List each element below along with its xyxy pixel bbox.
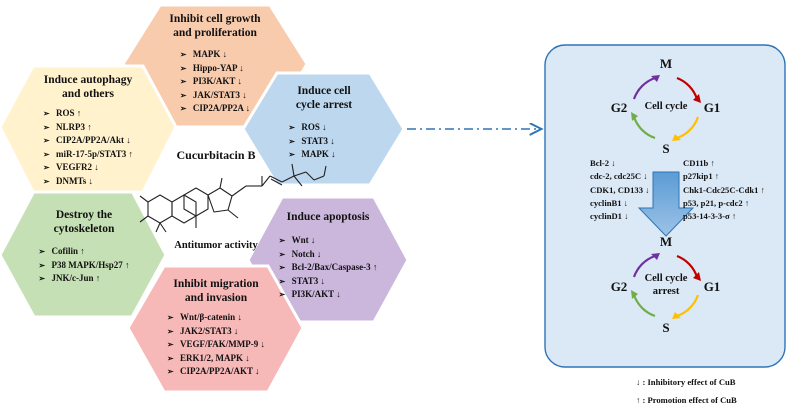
arrowhead-g2-m [651,75,660,82]
effect-list: Cofilin ↑ P38 MAPK/Hsp27 ↑ JNK/c-Jun ↑ [39,245,130,286]
phase-m-bottom: M [659,234,673,249]
phase-g1-bottom: G1 [703,279,721,294]
list-item: cyclinD1 ↓ [590,211,629,222]
arrowhead-m-g1 [693,94,701,103]
list-item: PI3K/AKT ↓ [279,288,378,302]
list-item: Wnt ↓ [279,234,378,248]
list-item: ERK1/2, MAPK ↓ [167,352,265,366]
list-item: Hippo-YAP ↓ [180,62,250,76]
list-item: Bcl-2/Bax/Caspase-3 ↑ [279,261,378,275]
legend-promotion: ↑ : Promotion effect of CuB [636,395,737,405]
list-item: VEGF/FAK/MMP-9 ↓ [167,338,265,352]
list-item: STAT3 ↓ [288,135,335,149]
hex-title: Inhibit migration and invasion [173,278,259,304]
list-item: Cofilin ↑ [39,245,130,259]
hex-title: Destroy the cytoskeleton [53,209,115,235]
list-item: Chk1-Cdc25C-Cdk1 ↑ [683,184,765,195]
arc-s-g2 [632,116,656,140]
list-item: cdc-2, cdc25C ↓ [590,171,648,182]
list-item: VEGFR2 ↓ [43,161,133,175]
list-item: STAT3 ↓ [279,275,378,289]
arc-s-g2-b [632,294,656,318]
list-item: CIP2A/PP2A/AKT ↓ [167,365,265,379]
list-item: MAPK ↓ [180,48,250,62]
list-item: P38 MAPK/Hsp27 ↑ [39,259,130,273]
arrowhead-g1-s-b [672,312,681,319]
phase-g2-bottom: G2 [610,279,628,294]
downregulated-list: Bcl-2 ↓ cdc-2, cdc25C ↓ CDK1, CD133 ↓ cy… [590,157,649,223]
big-down-arrow [637,171,695,237]
list-item: CD11b ↑ [683,158,715,168]
phase-g1-top: G1 [703,100,721,115]
hex-cytoskeleton-text: Destroy the cytoskeleton Cofilin ↑ P38 M… [10,208,158,286]
hex-title: Inhibit cell growth and proliferation [169,13,261,39]
list-item: CIP2A/PP2A/Akt ↓ [43,134,133,148]
list-item: Bcl-2 ↓ [590,158,616,168]
list-item: ROS ↑ [43,107,133,121]
arrowhead-g2-m-b [651,253,660,260]
hex-autophagy-text: Induce autophagy and others ROS ↑ NLRP3 … [8,73,168,189]
phase-s-top: S [662,141,670,156]
list-item: Notch ↓ [279,248,378,262]
effect-list: Wnt ↓ Notch ↓ Bcl-2/Bax/Caspase-3 ↑ STAT… [279,234,378,302]
effect-list: Wnt/β-catenin ↓ JAK2/STAT3 ↓ VEGF/FAK/MM… [167,311,265,379]
list-item: p53, p21, p-cdc2 ↑ [683,197,750,208]
list-item: miR-17-5p/STAT3 ↑ [43,148,133,162]
arrowhead-g1-s [672,134,681,141]
hex-cell-growth-text: Inhibit cell growth and proliferation MA… [125,12,305,116]
cell-cycle-label: Cell cycle [644,101,688,112]
hex-title: Induce autophagy and others [43,74,133,100]
hex-apoptosis-text: Induce apoptosis Wnt ↓ Notch ↓ Bcl-2/Bax… [252,210,404,302]
arc-g2-m-b [632,254,656,278]
hex-cell-cycle-arrest-text: Induce cell cycle arrest ROS ↓ STAT3 ↓ M… [255,84,393,162]
effect-list: ROS ↓ STAT3 ↓ MAPK ↓ [288,121,335,162]
compound-name: Cucurbitacin B [176,148,256,162]
list-item: p53-14-3-3-σ ↑ [683,211,737,222]
arc-g2-m [632,76,656,100]
list-item: JNK/c-Jun ↑ [39,272,130,286]
hex-title: Induce apoptosis [286,211,370,223]
arc-g1-s [676,116,700,140]
phase-s-bottom: S [662,320,670,335]
list-item: JAK2/STAT3 ↓ [167,325,265,339]
cucurbitacin-structure-icon [139,163,327,233]
arrowhead-s-g2 [631,112,638,121]
effect-list: ROS ↑ NLRP3 ↑ CIP2A/PP2A/Akt ↓ miR-17-5p… [43,107,133,189]
list-item: cyclinB1 ↓ [590,197,628,208]
arrowhead-s-g2-b [631,290,638,299]
phase-g2-top: G2 [610,100,628,115]
list-item: NLRP3 ↑ [43,121,133,135]
list-item: p27kip1 ↑ [683,171,720,182]
effect-list: MAPK ↓ Hippo-YAP ↓ PI3K/AKT ↓ JAK/STAT3 … [180,48,250,116]
list-item: CDK1, CD133 ↓ [590,184,650,195]
list-item: JAK/STAT3 ↓ [180,89,250,103]
list-item: CIP2A/PP2A ↓ [180,102,250,116]
phase-m-top: M [659,56,673,71]
list-item: DNMTs ↓ [43,175,133,189]
hex-title: Induce cell cycle arrest [295,85,353,111]
upregulated-list: CD11b ↑ p27kip1 ↑ Chk1-Cdc25C-Cdk1 ↑ p53… [683,157,765,223]
cell-cycle-arrest-label: Cell cycle arrest [644,273,688,297]
legend-inhibitory: ↓ : Inhibitory effect of CuB [636,377,736,387]
list-item: MAPK ↓ [288,148,335,162]
list-item: PI3K/AKT ↓ [180,75,250,89]
hex-migration-text: Inhibit migration and invasion Wnt/β-cat… [132,277,300,379]
arrowhead-m-g1-b [693,272,701,281]
list-item: ROS ↓ [288,121,335,135]
list-item: Wnt/β-catenin ↓ [167,311,265,325]
arc-g1-s-b [676,294,700,318]
center-caption: Antitumor activity [174,240,258,251]
